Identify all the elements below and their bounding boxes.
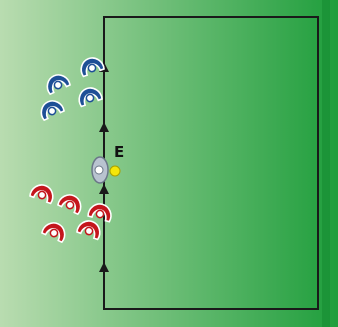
players-layer bbox=[29, 57, 112, 244]
player-icon bbox=[41, 222, 66, 244]
up-arrow-icon bbox=[99, 184, 109, 194]
player-icon bbox=[40, 100, 65, 122]
coach-head bbox=[94, 165, 104, 175]
player-icon bbox=[29, 184, 54, 205]
player-icon bbox=[78, 87, 103, 108]
player-icon bbox=[46, 74, 71, 96]
coach: E bbox=[91, 143, 124, 184]
ball-icon bbox=[109, 165, 121, 177]
up-arrow-icon bbox=[99, 122, 109, 132]
player-icon bbox=[87, 203, 112, 223]
player-icon bbox=[57, 194, 82, 216]
player-icon bbox=[80, 57, 105, 78]
coach-label: E bbox=[114, 143, 124, 161]
pitch-edge-stripe bbox=[322, 0, 330, 327]
player-icon bbox=[76, 220, 101, 241]
up-arrow-icon bbox=[99, 262, 109, 272]
